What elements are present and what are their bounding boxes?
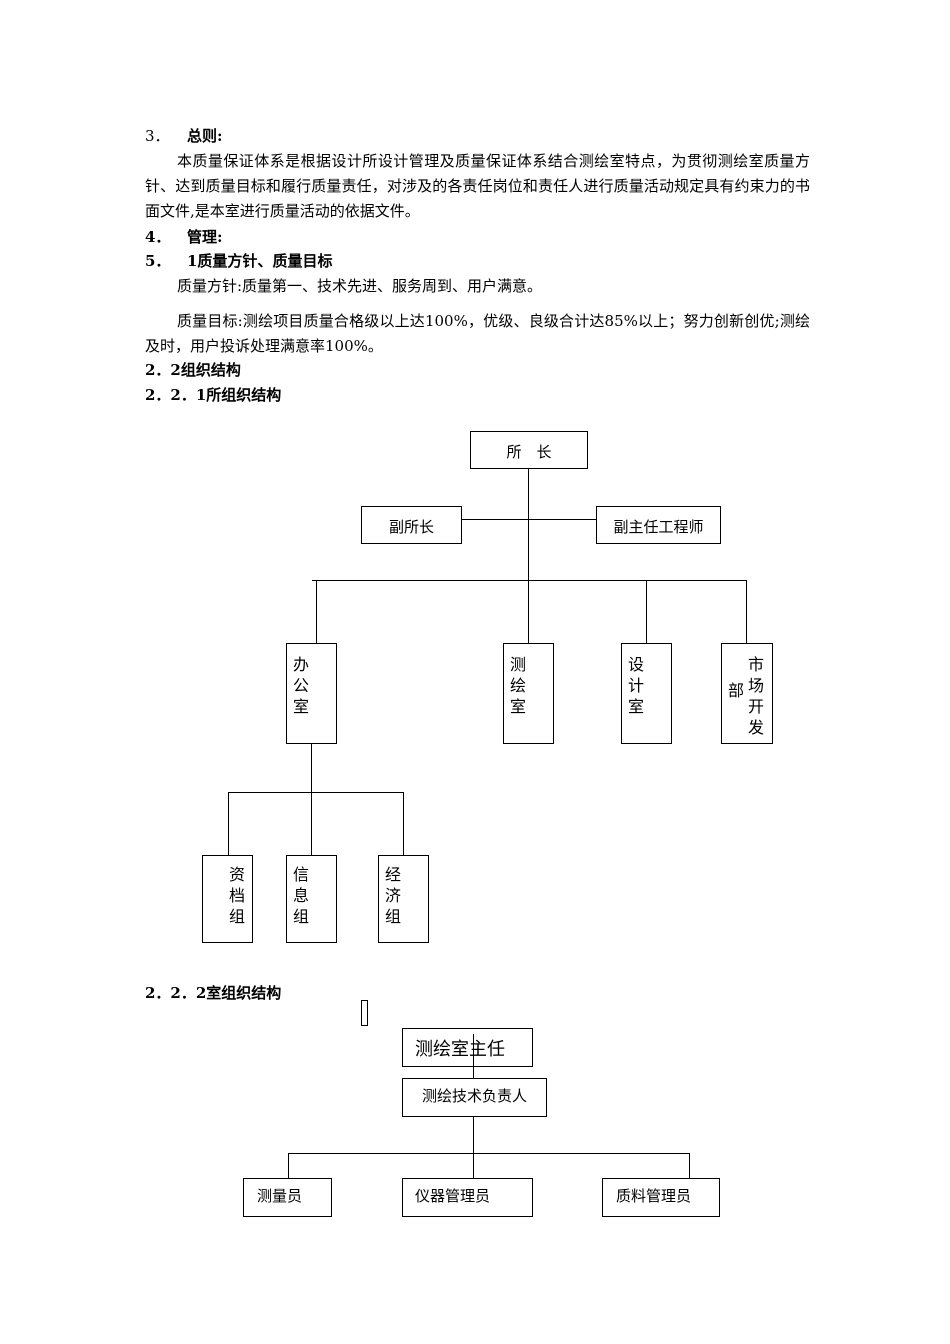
market-dept-box: 市场开发 部 bbox=[721, 643, 773, 744]
archive-group-box: 资档组 bbox=[202, 855, 253, 943]
connector-line bbox=[528, 580, 529, 643]
chief-engineer-label: 副主任工程师 bbox=[613, 518, 704, 536]
deputy-director-box: 副所长 bbox=[361, 506, 462, 544]
connector-line bbox=[311, 743, 312, 793]
section-3-number: 3． bbox=[145, 127, 170, 145]
section-3-heading: 3． 总则: bbox=[145, 125, 223, 147]
connector-line bbox=[403, 792, 404, 855]
instrument-manager-box: 仪器管理员 bbox=[402, 1178, 533, 1217]
connector-line bbox=[746, 580, 747, 643]
connector-line bbox=[461, 519, 596, 520]
connector-line bbox=[228, 792, 229, 855]
section-3-title: 总则: bbox=[187, 127, 223, 145]
connector-line bbox=[228, 792, 403, 793]
market-dept-label: 市场开发 bbox=[748, 655, 765, 737]
survey-room-box: 测绘室 bbox=[503, 643, 554, 744]
section-5-heading: 5． 1质量方针、质量目标 bbox=[145, 250, 332, 272]
director-label: 所 长 bbox=[506, 443, 552, 461]
text-cursor-marker bbox=[361, 1000, 368, 1026]
survey-room-label: 测绘室 bbox=[510, 655, 527, 716]
section-5-title: 1质量方针、质量目标 bbox=[187, 252, 333, 270]
surveyor-box: 测量员 bbox=[243, 1178, 332, 1217]
connector-line bbox=[312, 580, 747, 581]
section-5-number: 5． bbox=[145, 252, 171, 270]
office-box: 办公室 bbox=[286, 643, 337, 744]
instrument-manager-label: 仪器管理员 bbox=[415, 1187, 491, 1205]
tech-lead-box: 测绘技术负责人 bbox=[402, 1078, 547, 1117]
connector-line bbox=[473, 1153, 474, 1178]
economy-group-box: 经济组 bbox=[378, 855, 429, 943]
material-manager-box: 质料管理员 bbox=[602, 1178, 720, 1217]
material-manager-label: 质料管理员 bbox=[616, 1187, 692, 1205]
office-label: 办公室 bbox=[293, 655, 310, 716]
archive-group-label: 资档组 bbox=[229, 865, 246, 926]
surveyor-label: 测量员 bbox=[257, 1187, 303, 1205]
economy-group-label: 经济组 bbox=[385, 865, 402, 926]
design-room-label: 设计室 bbox=[628, 655, 645, 716]
tech-lead-label: 测绘技术负责人 bbox=[421, 1087, 527, 1105]
quality-policy: 质量方针:质量第一、技术先进、服务周到、用户满意。 bbox=[177, 277, 543, 295]
design-room-box: 设计室 bbox=[621, 643, 672, 744]
section-4-title: 管理: bbox=[187, 228, 223, 246]
info-group-label: 信息组 bbox=[293, 865, 310, 926]
section-4-heading: 4． 管理: bbox=[145, 226, 223, 248]
market-dept-label-suffix: 部 bbox=[728, 681, 745, 700]
deputy-director-label: 副所长 bbox=[388, 518, 434, 536]
survey-director-box: 测绘室主任 bbox=[402, 1028, 533, 1067]
intro-paragraph: 本质量保证体系是根据设计所设计管理及质量保证体系结合测绘室特点，为贯彻测绘室质量… bbox=[145, 152, 810, 220]
connector-line bbox=[288, 1153, 689, 1154]
heading-2-2-1: 2．2．1所组织结构 bbox=[145, 386, 282, 404]
connector-line bbox=[316, 580, 317, 643]
connector-line bbox=[646, 580, 647, 643]
quality-target: 质量目标:测绘项目质量合格级以上达100%，优级、良级合计达85%以上；努力创新… bbox=[145, 312, 810, 355]
connector-line bbox=[311, 792, 312, 855]
connector-line bbox=[689, 1153, 690, 1178]
heading-2-2-2: 2．2．2室组织结构 bbox=[145, 984, 282, 1002]
section-4-number: 4． bbox=[145, 228, 171, 246]
survey-director-label: 测绘室主任 bbox=[415, 1039, 505, 1060]
heading-2-2: 2．2组织结构 bbox=[145, 361, 241, 379]
director-box: 所 长 bbox=[470, 431, 588, 469]
chief-engineer-box: 副主任工程师 bbox=[596, 506, 721, 544]
connector-line bbox=[528, 469, 529, 581]
info-group-box: 信息组 bbox=[286, 855, 337, 943]
connector-line bbox=[288, 1153, 289, 1178]
